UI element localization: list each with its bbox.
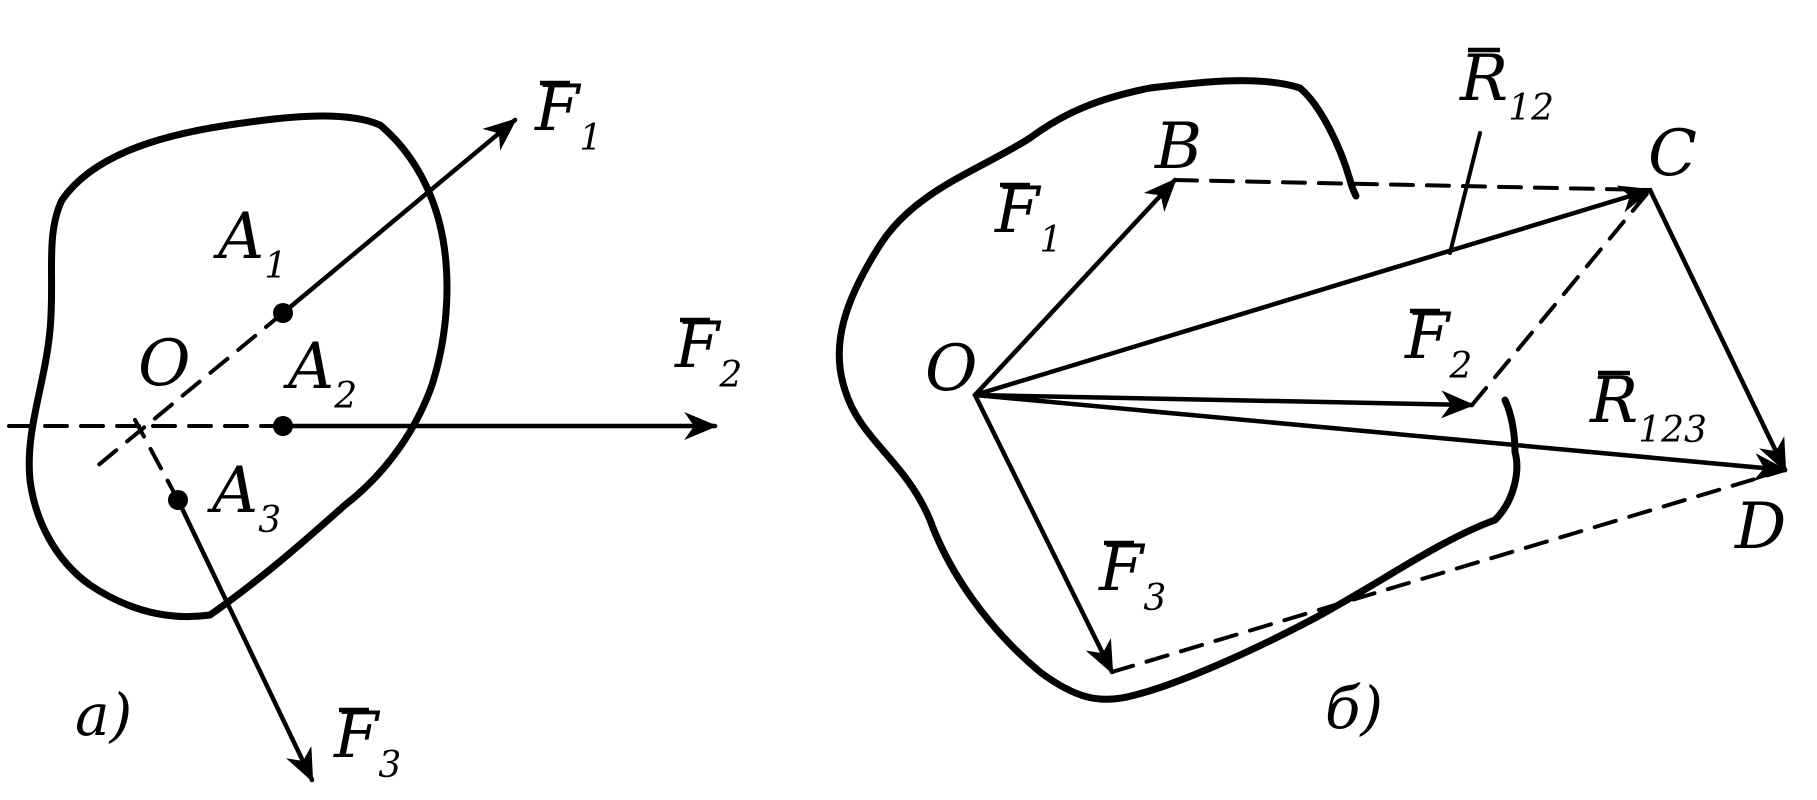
panel-a-caption: а) [75, 681, 132, 749]
force-vector-f1-a [280, 117, 518, 316]
line-of-action-1 [94, 311, 285, 469]
point-a2-dot [273, 416, 293, 436]
dashed-f2-c [1470, 188, 1652, 407]
resultant-vector-r123 [972, 392, 1788, 482]
panel-a: O A1 A2 A3 F1 F2 F3 а) [0, 72, 742, 786]
line-of-action-3 [133, 418, 180, 502]
label-point-a2: A2 [283, 330, 357, 417]
point-a1-dot [273, 303, 293, 323]
vector-cd [1647, 187, 1788, 473]
force-vector-f1-b [972, 177, 1178, 398]
label-force-f3-b: F3 [1098, 532, 1166, 619]
body-outline-b-notch2 [1501, 396, 1519, 456]
label-origin-b: O [925, 332, 977, 406]
body-outline-b [835, 77, 1521, 703]
label-force-f2-b: F2 [1404, 300, 1472, 387]
label-force-f2-a: F2 [674, 309, 742, 396]
label-force-f1-a: F1 [534, 72, 602, 159]
label-point-a1: A1 [213, 200, 287, 287]
label-resultant-r12: R12 [1459, 42, 1554, 129]
label-point-d: D [1734, 490, 1786, 564]
panel-b-caption: б) [1325, 674, 1383, 742]
label-force-f1-b: F1 [994, 174, 1062, 261]
panel-b: O B C D F1 F2 F3 R12 R123 б) [835, 42, 1788, 742]
force-vector-f2-b [972, 390, 1475, 419]
dashed-f3-d [1110, 468, 1787, 674]
dashed-bc [1173, 178, 1652, 192]
force-vector-f3-a [175, 497, 315, 783]
label-point-c: C [1648, 117, 1697, 191]
force-vector-f3-b [972, 392, 1115, 675]
point-a3-dot [168, 490, 188, 510]
leader-r12 [1448, 131, 1482, 255]
label-resultant-r123: R123 [1589, 364, 1707, 451]
label-force-f3-a: F3 [333, 699, 401, 786]
resultant-vector-r12 [972, 185, 1653, 398]
body-outline-a [25, 112, 451, 621]
body-outline-b-notch1 [1346, 176, 1360, 200]
label-point-b: B [1154, 110, 1202, 184]
label-point-a3: A3 [207, 454, 281, 541]
label-origin-a: O [138, 327, 190, 401]
